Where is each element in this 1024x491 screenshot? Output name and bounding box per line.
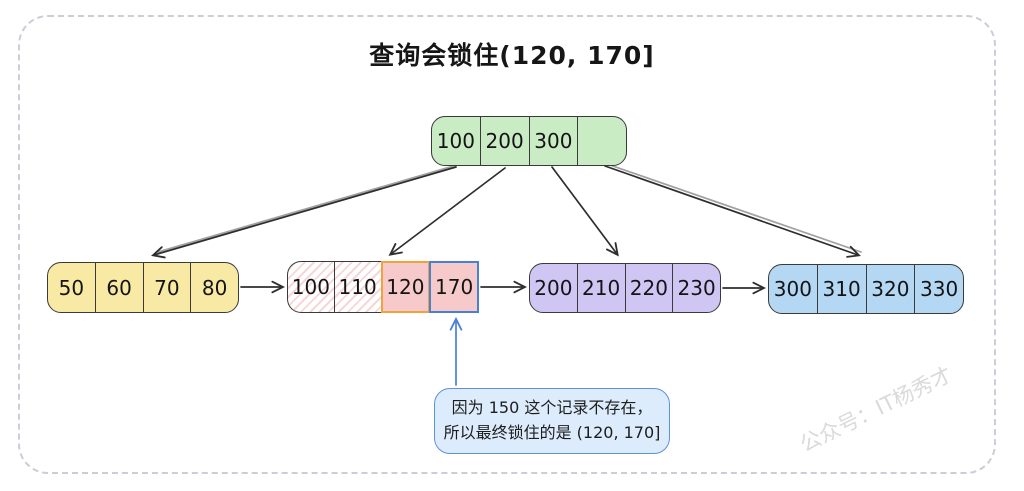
leaf-cell: 220 [626,264,674,312]
diagram-title: 查询会锁住(120, 170] [369,41,655,70]
leaf-cell: 60 [96,263,144,312]
leaf-cell: 320 [867,265,916,313]
btree-root-node: 100 200 300 [431,116,627,166]
root-cell-empty [578,117,626,165]
leaf-node-100: 100 110 120 170 [287,261,479,313]
leaf-cell: 70 [144,263,192,312]
root-cell: 100 [432,117,481,165]
leaf-cell: 300 [769,265,818,313]
leaf-node-50: 50 60 70 80 [47,262,239,313]
leaf-cell: 200 [530,264,578,312]
leaf-cell: 310 [818,265,867,313]
callout-line-1: 因为 150 这个记录不存在， [451,398,653,418]
leaf-cell-hatched: 100 [287,261,334,313]
leaf-node-300: 300 310 320 330 [768,264,964,314]
leaf-cell: 210 [578,264,626,312]
root-cell: 200 [481,117,530,165]
leaf-cell: 230 [677,276,716,300]
leaf-node-200: 200 210 220 230 [529,263,721,313]
callout-line-2: 所以最终锁住的是 (120, 170] [443,423,661,442]
leaf-cell: 50 [48,263,96,312]
callout-bubble: 因为 150 这个记录不存在， 所以最终锁住的是 (120, 170] [434,388,670,454]
leaf-cell-locked-120: 120 [380,261,431,313]
root-cell: 300 [530,117,579,165]
leaf-cell: 330 [920,277,959,301]
leaf-cell-hatched: 110 [333,261,381,313]
leaf-cell: 80 [201,275,228,300]
dashed-outer-frame [18,15,996,474]
leaf-cell-locked-170: 170 [429,261,479,313]
